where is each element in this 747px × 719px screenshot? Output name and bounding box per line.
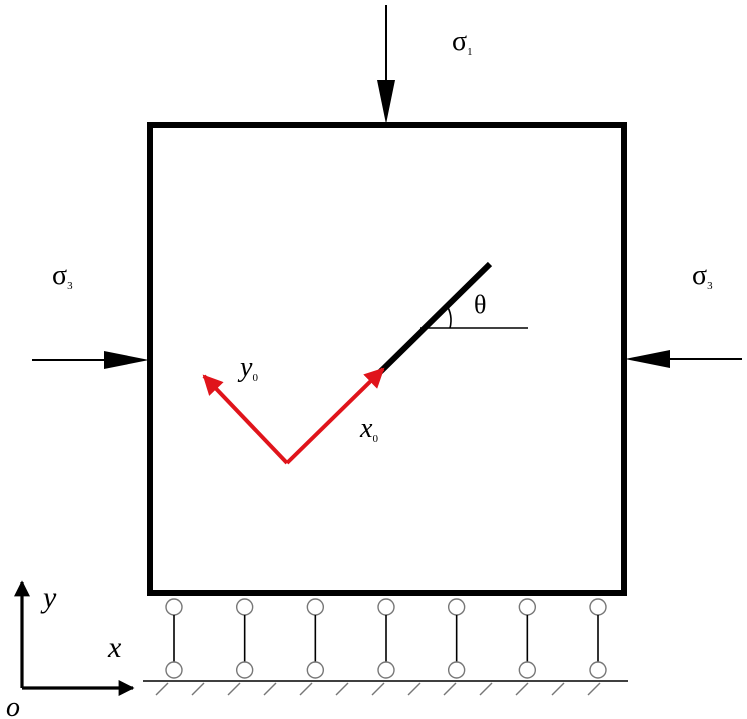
roller-support: [165, 598, 183, 679]
roller-bottom-circle: [165, 661, 183, 679]
specimen-square: [147, 122, 627, 596]
roller-top-circle: [165, 598, 183, 616]
sigma3-left-load-arrow: [32, 351, 149, 369]
crack-line: [377, 261, 493, 375]
roller-bottom-circle: [306, 661, 325, 679]
global-x-label: x: [107, 631, 122, 664]
roller-top-circle: [518, 598, 537, 616]
global-y-label: y: [40, 581, 57, 614]
roller-bottom-circle: [589, 661, 607, 679]
origin-label: o: [6, 692, 20, 719]
hatch-mark: [371, 682, 385, 696]
hatch-mark: [407, 682, 421, 696]
roller-support: [447, 598, 466, 679]
roller-bottom-circle: [235, 661, 254, 679]
sigma3-left-label: σ3: [52, 260, 73, 292]
roller-support: [589, 598, 607, 679]
roller-top-circle: [235, 598, 254, 616]
roller-support: [235, 598, 254, 679]
x0-axis-arrow: [285, 367, 385, 465]
roller-top-circle: [306, 598, 325, 616]
roller-bottom-circle: [518, 661, 537, 679]
roller-supports: [165, 598, 607, 679]
x0-label: x0: [359, 413, 378, 445]
roller-top-circle: [589, 598, 607, 616]
y0-axis-arrow: [202, 374, 289, 465]
sigma3-right-label: σ3: [692, 260, 713, 292]
y0-label: y0: [237, 352, 258, 384]
hatch-mark: [551, 682, 565, 696]
roller-top-circle: [447, 598, 466, 616]
hatch-mark: [263, 682, 277, 696]
hatch-mark: [587, 682, 601, 696]
roller-support: [518, 598, 537, 679]
hatch-mark: [479, 682, 493, 696]
roller-top-circle: [377, 598, 395, 616]
roller-support: [377, 598, 395, 679]
sigma1-label: σ1: [452, 26, 473, 58]
hatch-mark: [443, 682, 457, 696]
theta-label: θ: [474, 290, 486, 319]
roller-bottom-circle: [447, 661, 466, 679]
hatch-mark: [299, 682, 313, 696]
hatch-mark: [191, 682, 205, 696]
hatch-mark: [335, 682, 349, 696]
sigma1-load-arrow: [377, 5, 395, 124]
hatch-mark: [227, 682, 241, 696]
theta-angle-arc: [445, 303, 452, 329]
hatch-mark: [155, 682, 169, 696]
ground-hatching: [155, 682, 601, 696]
sigma3-right-load-arrow: [625, 350, 742, 368]
roller-bottom-circle: [377, 661, 395, 679]
hatch-mark: [515, 682, 529, 696]
roller-support: [306, 598, 325, 679]
